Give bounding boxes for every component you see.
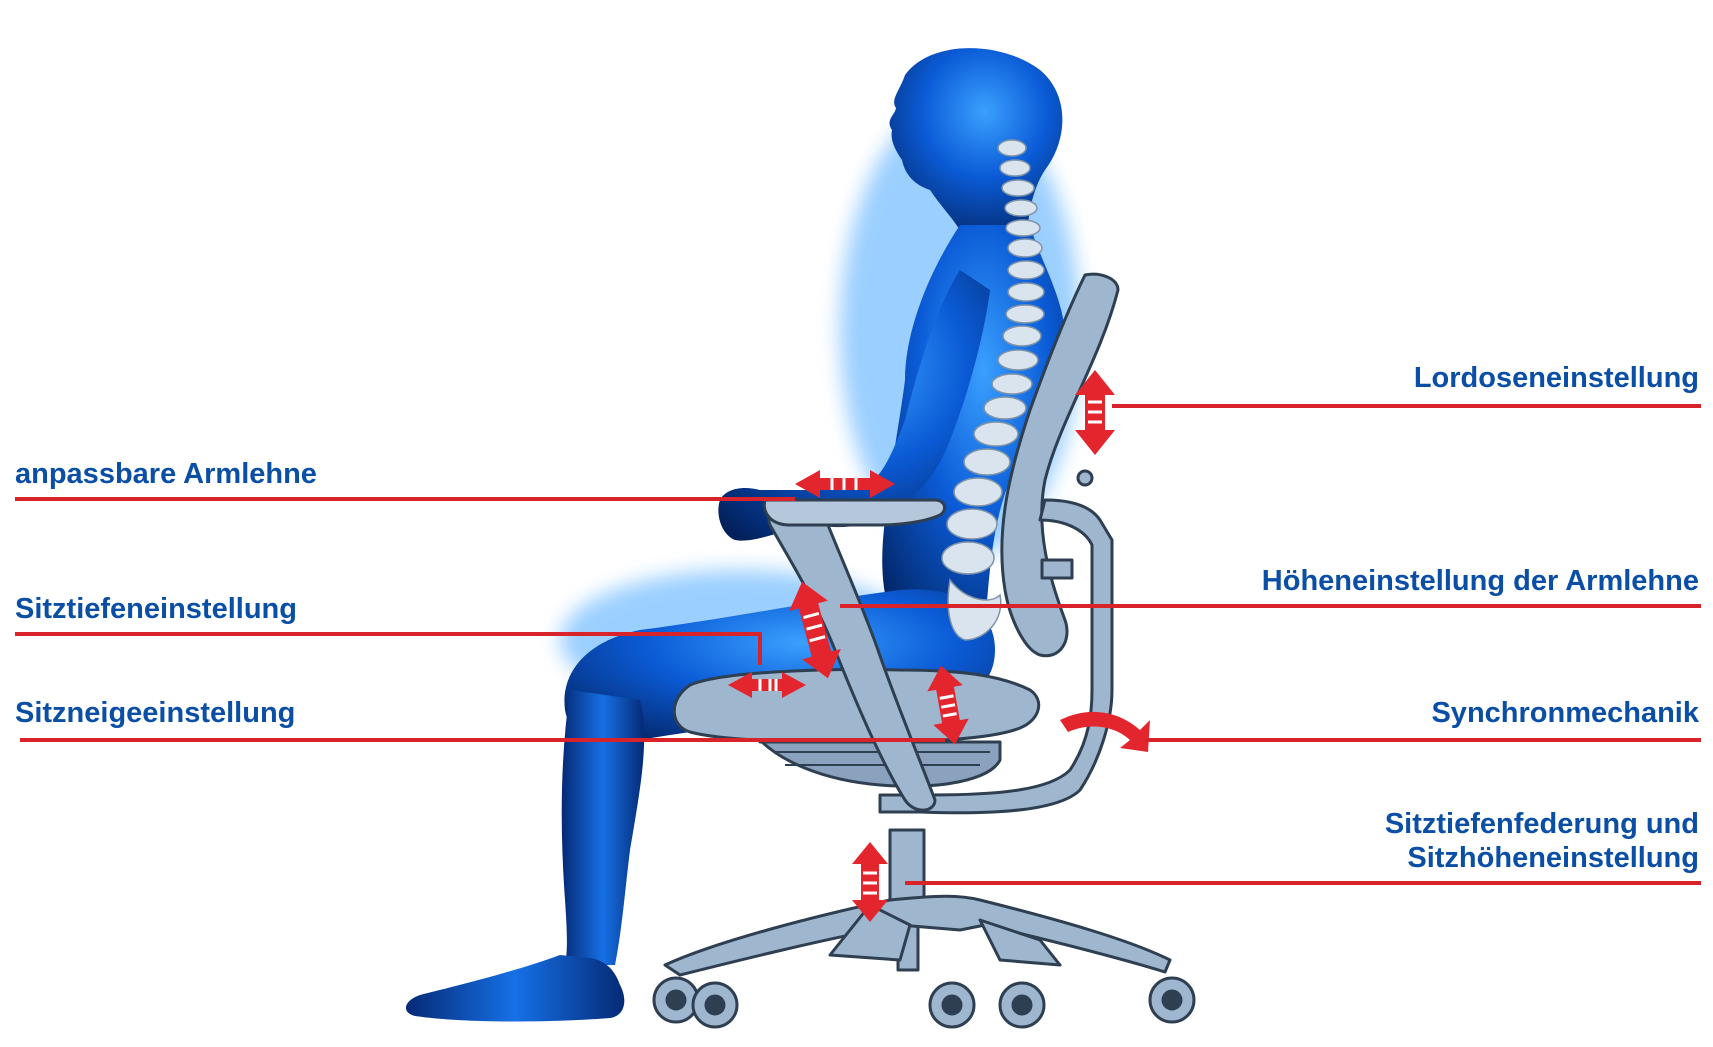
label-seat-depth: Sitztiefeneinstellung	[15, 593, 297, 625]
label-seat-height-line1: Sitztiefenfederung und	[1385, 808, 1699, 840]
armrest-pad	[764, 500, 944, 525]
shin	[562, 690, 644, 965]
casters	[654, 978, 1194, 1027]
label-synchro: Synchronmechanik	[1431, 697, 1699, 729]
label-seat-tilt: Sitzneigeeinstellung	[15, 697, 295, 729]
label-seat-height-line2: Sitzhöheneinstellung	[1407, 842, 1699, 874]
label-armrest: anpassbare Armlehne	[15, 458, 317, 490]
label-armrest-height: Höheneinstellung der Armlehne	[1262, 565, 1699, 597]
foot	[406, 955, 624, 1022]
label-lordosis: Lordoseneinstellung	[1414, 362, 1699, 394]
